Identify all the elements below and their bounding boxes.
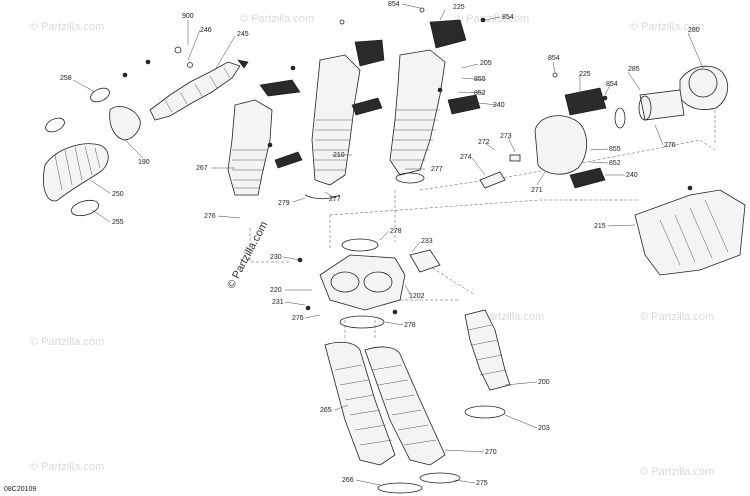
callout-852: 852 bbox=[609, 160, 621, 167]
diagram-code: 08C20109 bbox=[4, 486, 37, 493]
callout-240: 240 bbox=[626, 172, 638, 179]
callout-203: 203 bbox=[538, 425, 550, 432]
watermark-text: © Partzilla.com bbox=[640, 466, 714, 478]
screw-icon bbox=[145, 59, 151, 65]
callout-855: 855 bbox=[609, 146, 621, 153]
callout-273: 273 bbox=[500, 133, 512, 140]
callout-230: 230 bbox=[270, 254, 282, 261]
watermark-text: © Partzilla.com bbox=[455, 13, 529, 25]
callout-215: 215 bbox=[594, 223, 606, 230]
callout-852: 852 bbox=[474, 90, 486, 97]
screw-icon bbox=[290, 65, 296, 71]
callout-276: 276 bbox=[292, 315, 304, 322]
airbox-runner-267 bbox=[227, 65, 303, 196]
screw-icon bbox=[267, 142, 273, 148]
callout-271: 271 bbox=[531, 187, 543, 194]
callout-245: 245 bbox=[237, 31, 249, 38]
bolt-icon bbox=[339, 19, 345, 25]
callout-276: 276 bbox=[664, 142, 676, 149]
watermark-text: © Partzilla.com bbox=[240, 13, 314, 25]
airbox-271 bbox=[479, 72, 608, 189]
callout-272: 272 bbox=[478, 139, 490, 146]
screw-icon bbox=[187, 62, 193, 68]
callout-231: 231 bbox=[272, 299, 284, 306]
screw-icon bbox=[602, 95, 608, 101]
watermark-text: © Partzilla.com bbox=[30, 336, 104, 348]
callout-854: 854 bbox=[606, 81, 618, 88]
lower-ducts bbox=[324, 309, 511, 494]
bolt-icon bbox=[174, 46, 182, 54]
callout-278: 278 bbox=[404, 322, 416, 329]
bolt-icon bbox=[419, 7, 425, 13]
callout-240: 240 bbox=[493, 102, 505, 109]
callout-258: 258 bbox=[60, 75, 72, 82]
callout-labels: 900 246 245 258 190 250 255 267 276 279 … bbox=[60, 1, 700, 487]
callout-210: 210 bbox=[333, 152, 345, 159]
airbox-runner-210 bbox=[304, 19, 385, 200]
callout-255: 255 bbox=[112, 219, 124, 226]
screw-icon bbox=[687, 185, 693, 191]
intake-elbow-280 bbox=[614, 65, 729, 129]
callout-250: 250 bbox=[112, 191, 124, 198]
airbox-runner-205 bbox=[389, 7, 486, 184]
callout-225: 225 bbox=[579, 71, 591, 78]
callout-246: 246 bbox=[200, 27, 212, 34]
intake-hose-assembly-left bbox=[43, 87, 141, 217]
watermark-text: © Partzilla.com bbox=[640, 311, 714, 323]
callout-270: 270 bbox=[485, 449, 497, 456]
bracket-215 bbox=[634, 185, 746, 276]
screw-icon bbox=[392, 309, 398, 315]
watermark-text: © Partzilla.com bbox=[30, 21, 104, 33]
callout-855: 855 bbox=[474, 76, 486, 83]
callout-276: 276 bbox=[204, 213, 216, 220]
callout-190: 190 bbox=[138, 159, 150, 166]
callout-277: 277 bbox=[431, 166, 443, 173]
callout-266: 266 bbox=[342, 477, 354, 484]
watermark-text: © Partzilla.com bbox=[630, 21, 704, 33]
screw-icon bbox=[122, 72, 128, 78]
callout-274: 274 bbox=[460, 154, 472, 161]
callout-1202: 1202 bbox=[409, 293, 425, 300]
callout-854: 854 bbox=[388, 1, 400, 8]
callout-854: 854 bbox=[502, 14, 514, 21]
callout-leader-lines bbox=[72, 3, 704, 486]
watermark-text: © Partzilla.com bbox=[30, 461, 104, 473]
callout-275: 275 bbox=[476, 480, 488, 487]
callout-267: 267 bbox=[196, 165, 208, 172]
screw-icon bbox=[480, 17, 486, 23]
callout-279: 279 bbox=[278, 200, 290, 207]
callout-854: 854 bbox=[548, 55, 560, 62]
manifold-245 bbox=[122, 46, 249, 121]
callout-278: 278 bbox=[390, 228, 402, 235]
callout-265: 265 bbox=[320, 407, 332, 414]
screw-icon bbox=[437, 87, 443, 93]
screw-icon bbox=[305, 305, 311, 311]
bolt-icon bbox=[552, 72, 558, 78]
callout-277: 277 bbox=[329, 196, 341, 203]
callout-205: 205 bbox=[480, 60, 492, 67]
callout-200: 200 bbox=[538, 379, 550, 386]
callout-220: 220 bbox=[270, 287, 282, 294]
throttle-body-220 bbox=[297, 238, 441, 329]
callout-280: 280 bbox=[688, 27, 700, 34]
callout-285: 285 bbox=[628, 66, 640, 73]
callout-225: 225 bbox=[453, 4, 465, 11]
callout-233: 233 bbox=[421, 238, 433, 245]
callout-900: 900 bbox=[182, 13, 194, 20]
